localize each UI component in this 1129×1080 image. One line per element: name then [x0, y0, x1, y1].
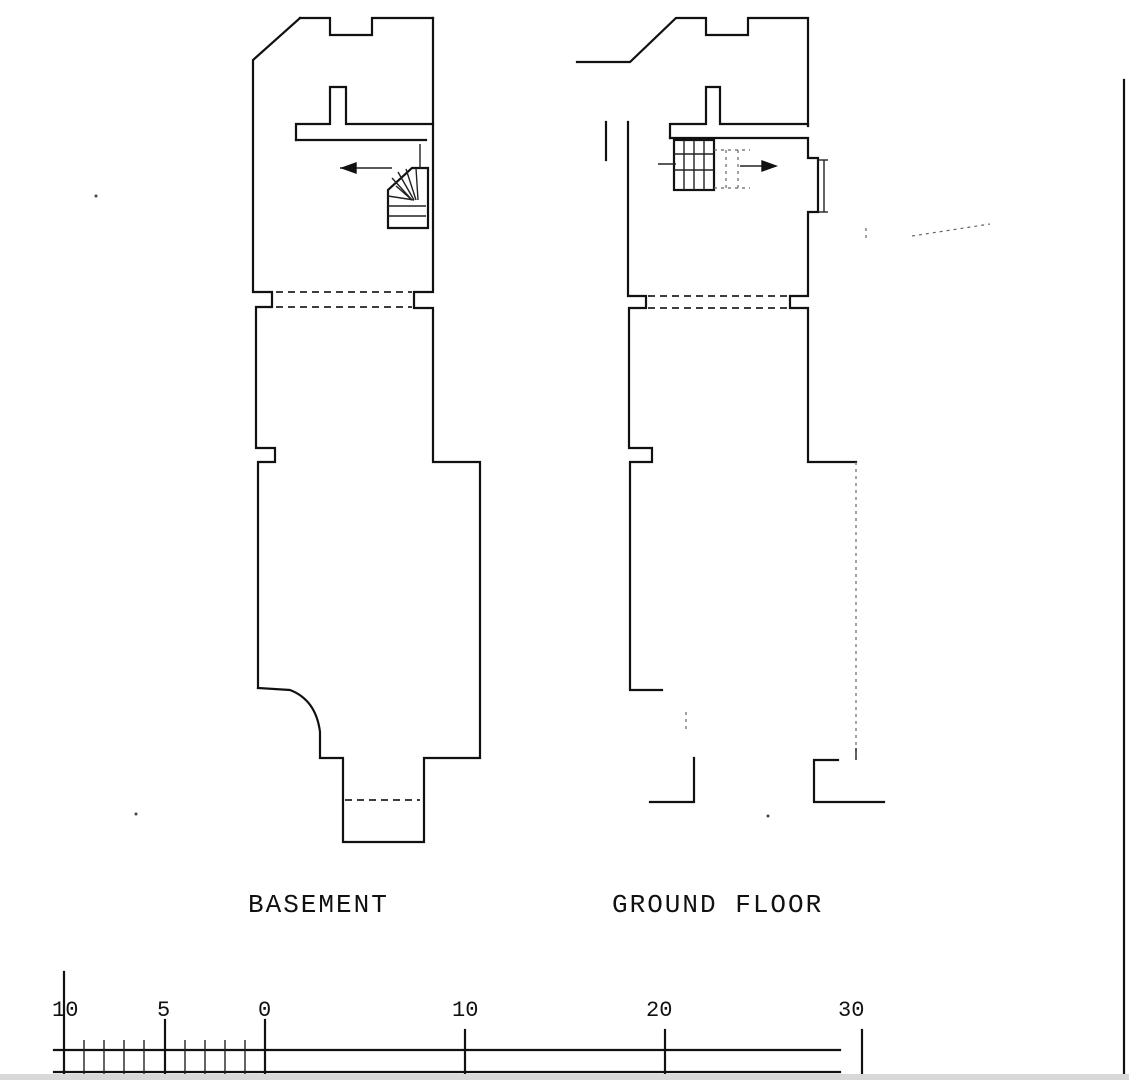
scale-label-10-left: 10 — [52, 998, 78, 1023]
ground-floor-label: GROUND FLOOR — [612, 890, 823, 920]
basement-label: BASEMENT — [248, 890, 389, 920]
basement-top-notch — [298, 16, 435, 37]
scale-label-5: 5 — [157, 998, 170, 1023]
scale-label-20: 20 — [646, 998, 672, 1023]
ground-front-left — [648, 756, 696, 804]
ground-right-wall — [788, 138, 858, 464]
basement-stair-arrow-icon — [339, 162, 357, 174]
ground-floor-plan — [575, 16, 886, 804]
scale-bar: 10 5 0 10 20 30 — [52, 970, 864, 1080]
ground-staircase — [658, 138, 779, 192]
speck-mark — [911, 223, 991, 237]
scale-label-30: 30 — [838, 998, 864, 1023]
ground-stair-arrow-icon — [761, 160, 779, 172]
basement-plan — [251, 16, 482, 844]
speck-mark — [766, 814, 770, 818]
ground-window — [818, 159, 828, 213]
ground-left-wall — [626, 120, 664, 692]
ground-chimney — [668, 85, 810, 140]
speck-mark — [94, 194, 98, 198]
basement-outline-left — [251, 16, 302, 690]
ground-top-outline — [575, 16, 810, 128]
speck-mark — [134, 812, 138, 816]
scale-label-0: 0 — [258, 998, 271, 1023]
scale-label-10: 10 — [452, 998, 478, 1023]
basement-staircase — [339, 144, 430, 230]
basement-chimney — [294, 85, 435, 142]
bottom-band — [0, 1074, 1129, 1080]
ground-front-right — [812, 758, 886, 804]
basement-curve — [256, 16, 482, 844]
